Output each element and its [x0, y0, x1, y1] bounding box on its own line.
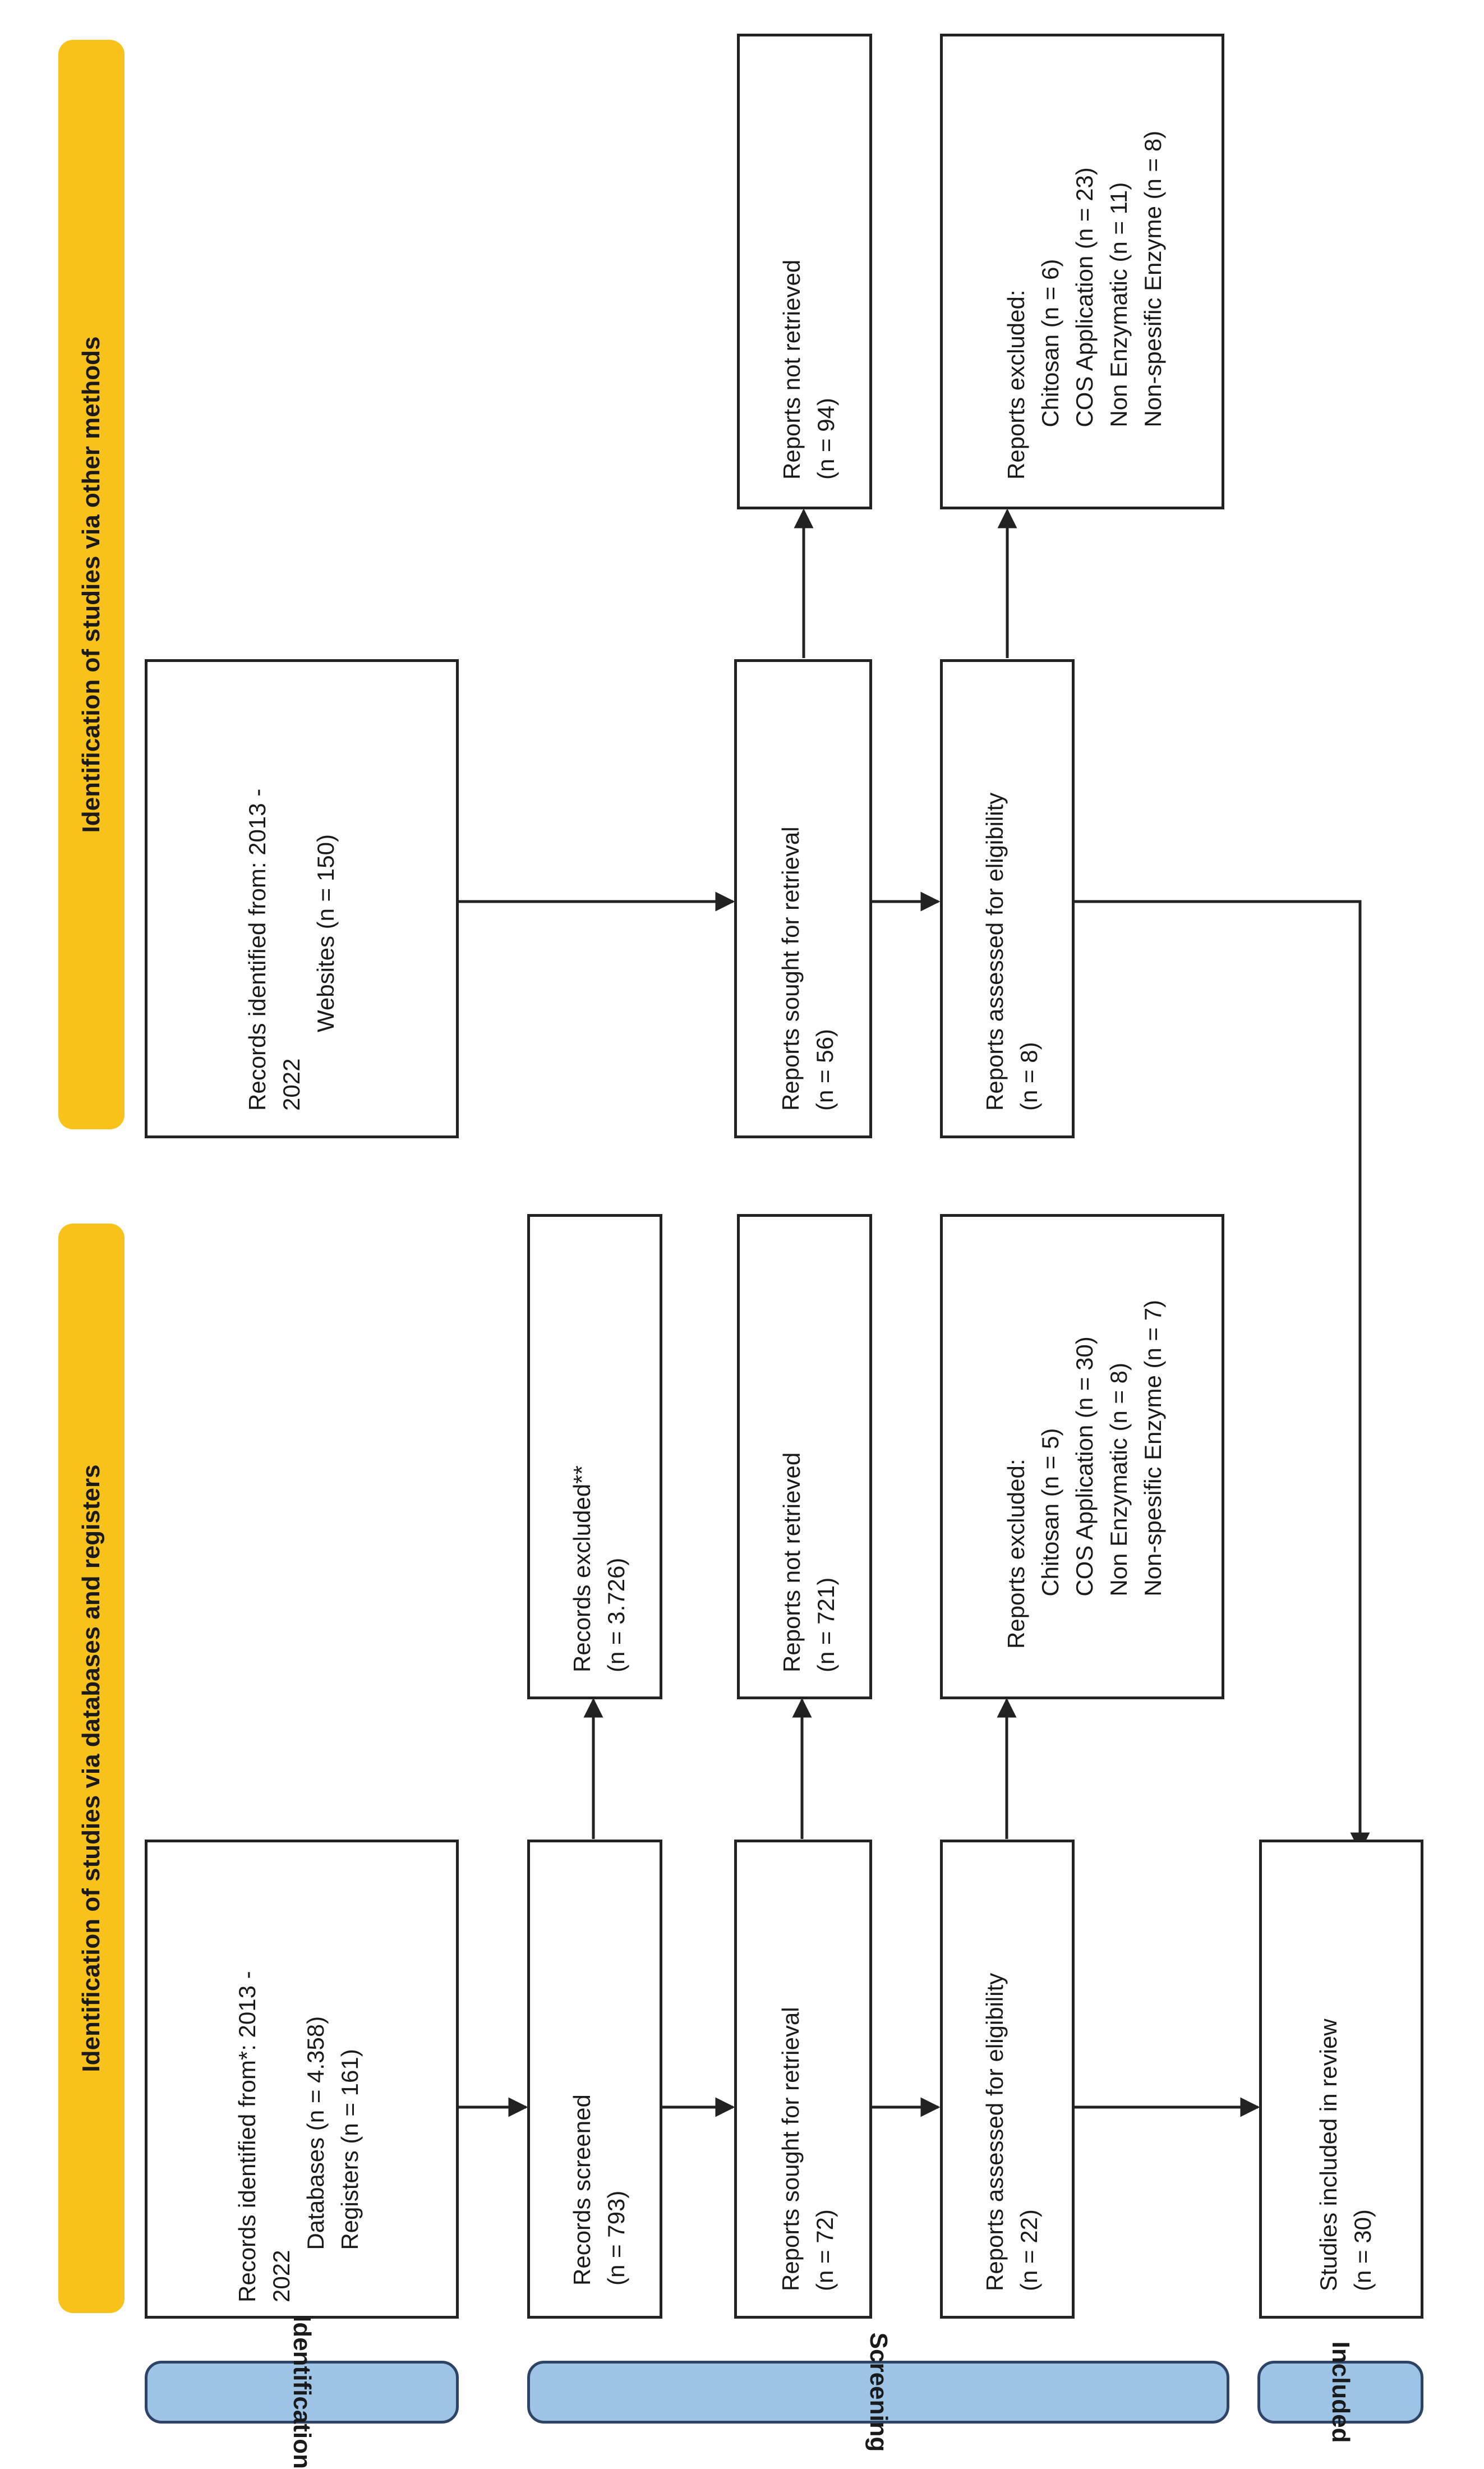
banner-databases-registers: Identification of studies via databases …	[58, 1224, 125, 2313]
box-other-reports-excluded: Reports excluded: Chitosan (n = 6) COS A…	[940, 34, 1224, 509]
other-records-identified-text: Records identified from: 2013 -2022 Webs…	[244, 788, 339, 1111]
box-other-records-identified: Records identified from: 2013 -2022 Webs…	[145, 659, 459, 1138]
stage-included: Included	[1257, 2342, 1423, 2443]
box-db-reports-sought: Reports sought for retrieval(n = 72)	[734, 1840, 872, 2319]
other-reports-excluded-text: Reports excluded: Chitosan (n = 6) COS A…	[1003, 130, 1166, 480]
db-reports-sought-text: Reports sought for retrieval(n = 72)	[777, 2007, 838, 2291]
other-reports-assessed-text: Reports assessed for eligibility(n = 8)	[981, 792, 1042, 1111]
box-other-reports-assessed: Reports assessed for eligibility(n = 8)	[940, 659, 1075, 1138]
db-studies-included-text: Studies included in review(n = 30)	[1315, 2019, 1376, 2291]
box-db-records-excluded: Records excluded**(n = 3.726)	[527, 1214, 662, 1699]
arrow-other-assessed-to-included	[1073, 900, 1370, 1852]
box-db-studies-included: Studies included in review(n = 30)	[1259, 1840, 1423, 2319]
box-db-reports-assessed: Reports assessed for eligibility(n = 22)	[940, 1840, 1075, 2319]
db-reports-assessed-text: Reports assessed for eligibility(n = 22)	[981, 1973, 1042, 2291]
db-reports-not-retrieved-text: Reports not retrieved(n = 721)	[778, 1452, 839, 1672]
box-other-reports-sought: Reports sought for retrieval(n = 56)	[734, 659, 872, 1138]
box-other-reports-not-retrieved: Reports not retrieved(n = 94)	[737, 34, 872, 509]
box-db-reports-excluded: Reports excluded: Chitosan (n = 5) COS A…	[940, 1214, 1224, 1699]
other-reports-sought-text: Reports sought for retrieval(n = 56)	[777, 826, 838, 1111]
box-db-records-identified: Records identified from*: 2013 -2022 Dat…	[145, 1840, 459, 2319]
box-db-reports-not-retrieved: Reports not retrieved(n = 721)	[737, 1214, 872, 1699]
banner-other-methods: Identification of studies via other meth…	[58, 40, 125, 1129]
other-reports-not-retrieved-text: Reports not retrieved(n = 94)	[778, 259, 839, 480]
box-db-records-screened: Records screened(n = 793)	[527, 1840, 662, 2319]
db-reports-excluded-text: Reports excluded: Chitosan (n = 5) COS A…	[1003, 1299, 1166, 1649]
stage-identification: Identification	[145, 2315, 459, 2469]
db-records-screened-text: Records screened(n = 793)	[569, 2094, 629, 2286]
db-records-identified-text: Records identified from*: 2013 -2022 Dat…	[234, 1971, 363, 2302]
stage-screening: Screening	[527, 2333, 1229, 2452]
db-records-excluded-text: Records excluded**(n = 3.726)	[569, 1465, 629, 1672]
